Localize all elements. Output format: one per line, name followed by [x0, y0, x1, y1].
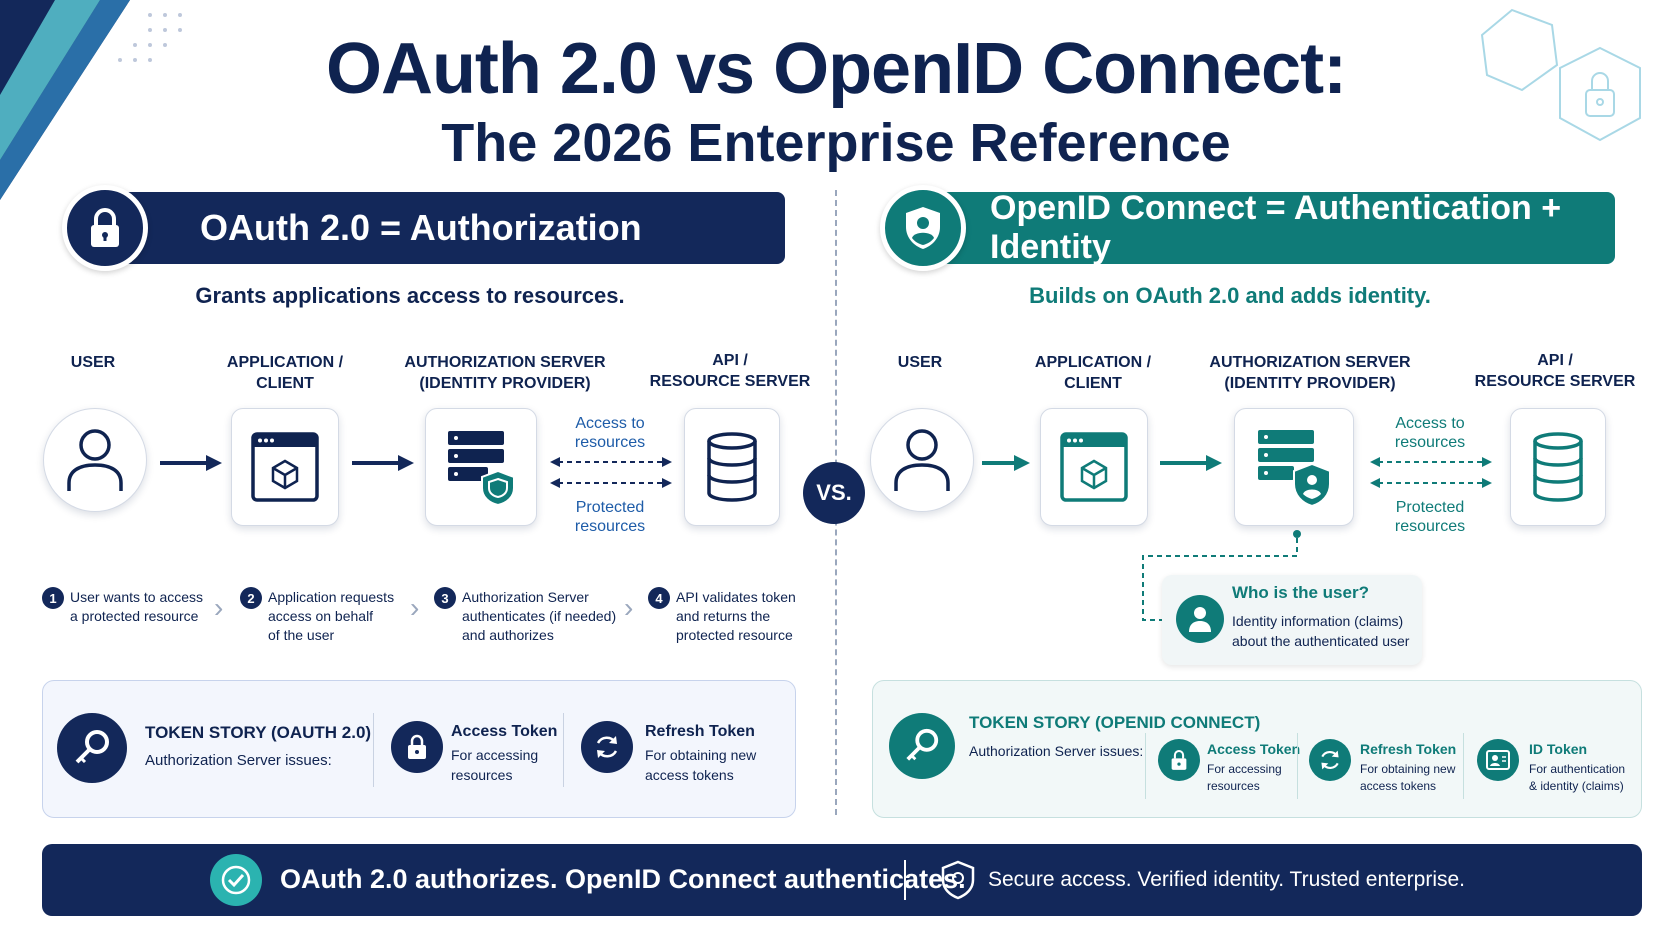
- versus-badge: VS.: [803, 462, 865, 524]
- application-window-icon: [1040, 408, 1148, 526]
- database-icon: [1510, 408, 1606, 526]
- server-shield-icon: [425, 408, 537, 526]
- lock-icon: [62, 185, 148, 271]
- arrow-right-icon: [352, 455, 414, 471]
- application-window-icon: [231, 408, 339, 526]
- oidc-id-token-title: ID Token: [1529, 741, 1588, 757]
- oauth-label-api: API /RESOURCE SERVER: [649, 352, 811, 390]
- lock-icon: [391, 721, 443, 773]
- oauth-label-authserver: AUTHORIZATION SERVER(IDENTITY PROVIDER): [404, 354, 606, 392]
- oidc-label-app: APPLICATION /CLIENT: [1034, 354, 1152, 392]
- oidc-access-token-title: Access Token: [1207, 741, 1301, 757]
- oidc-refresh-token-title: Refresh Token: [1360, 741, 1457, 757]
- separator: [1463, 733, 1464, 799]
- checkmark-icon: [210, 854, 262, 906]
- footer-banner: OAuth 2.0 authorizes. OpenID Connect aut…: [42, 844, 1642, 916]
- arrow-right-icon: [1160, 455, 1222, 471]
- shield-icon: [940, 860, 976, 905]
- key-magnifier-icon: [57, 713, 127, 783]
- oidc-token-issuer: Authorization Server issues:: [969, 743, 1144, 759]
- decorative-hexagon-lock-graphic: [1480, 8, 1641, 142]
- user-icon: [43, 408, 147, 512]
- user-icon: [1176, 595, 1224, 643]
- identity-callout-desc: Identity information (claims)about the a…: [1232, 613, 1410, 649]
- oauth-token-story: TOKEN STORY (OAUTH 2.0) Authorization Se…: [42, 680, 796, 818]
- oauth-access-token-title: Access Token: [451, 723, 558, 740]
- footer-tagline: Secure access. Verified identity. Truste…: [988, 868, 1466, 891]
- oauth-tagline: Grants applications access to resources.: [195, 283, 625, 308]
- arrow-right-icon: [160, 455, 222, 471]
- oidc-id-token-desc: For authentication& identity (claims): [1529, 762, 1626, 793]
- identity-connector-dashed: [1142, 530, 1301, 621]
- oauth-banner-text: OAuth 2.0 = Authorization: [200, 207, 642, 248]
- database-icon: [684, 408, 780, 526]
- oidc-banner-text: OpenID Connect = Authentication + Identi…: [990, 189, 1562, 266]
- separator: [904, 860, 906, 900]
- arrow-right-icon: [982, 455, 1030, 471]
- id-card-icon: [1477, 739, 1519, 781]
- chevron-right-icon: ›: [410, 592, 420, 623]
- refresh-icon: [581, 721, 633, 773]
- oidc-label-user: USER: [897, 354, 943, 371]
- oauth-banner: OAuth 2.0 = Authorization: [120, 192, 785, 264]
- separator: [373, 713, 374, 787]
- shield-user-icon: [880, 185, 966, 271]
- separator: [1145, 733, 1146, 799]
- lock-icon: [1158, 739, 1200, 781]
- identity-callout: Who is the user? Identity information (c…: [1162, 575, 1422, 665]
- separator: [563, 713, 564, 787]
- oidc-token-title: TOKEN STORY (OPENID CONNECT): [969, 713, 1261, 732]
- page-title: OAuth 2.0 vs OpenID Connect:: [325, 29, 1347, 109]
- oidc-label-api: API /RESOURCE SERVER: [1474, 352, 1636, 390]
- oidc-label-authserver: AUTHORIZATION SERVER(IDENTITY PROVIDER): [1209, 354, 1411, 392]
- oidc-token-story: TOKEN STORY (OPENID CONNECT) Authorizati…: [872, 680, 1642, 818]
- oauth-label-app: APPLICATION /CLIENT: [226, 354, 344, 392]
- oauth-token-title: TOKEN STORY (OAUTH 2.0): [145, 723, 372, 742]
- key-magnifier-icon: [889, 713, 955, 779]
- oidc-tagline: Builds on OAuth 2.0 and adds identity.: [1029, 283, 1431, 308]
- oidc-banner: OpenID Connect = Authentication + Identi…: [935, 189, 1615, 266]
- bidirectional-dashed-arrows: [1370, 457, 1492, 488]
- page-subtitle: The 2026 Enterprise Reference: [441, 113, 1231, 173]
- decorative-corner-graphic: [0, 0, 182, 200]
- oauth-label-user: USER: [70, 354, 116, 371]
- separator: [1297, 733, 1298, 799]
- chevron-right-icon: ›: [624, 592, 634, 623]
- chevron-right-icon: ›: [214, 592, 224, 623]
- server-user-shield-icon: [1234, 408, 1354, 526]
- oauth-refresh-token-title: Refresh Token: [645, 723, 755, 740]
- refresh-icon: [1309, 739, 1351, 781]
- footer-main-text: OAuth 2.0 authorizes. OpenID Connect aut…: [280, 864, 966, 894]
- bidirectional-dashed-arrows: [550, 457, 672, 488]
- user-icon: [870, 408, 974, 512]
- identity-callout-title: Who is the user?: [1232, 583, 1369, 602]
- oauth-token-issuer: Authorization Server issues:: [145, 752, 332, 769]
